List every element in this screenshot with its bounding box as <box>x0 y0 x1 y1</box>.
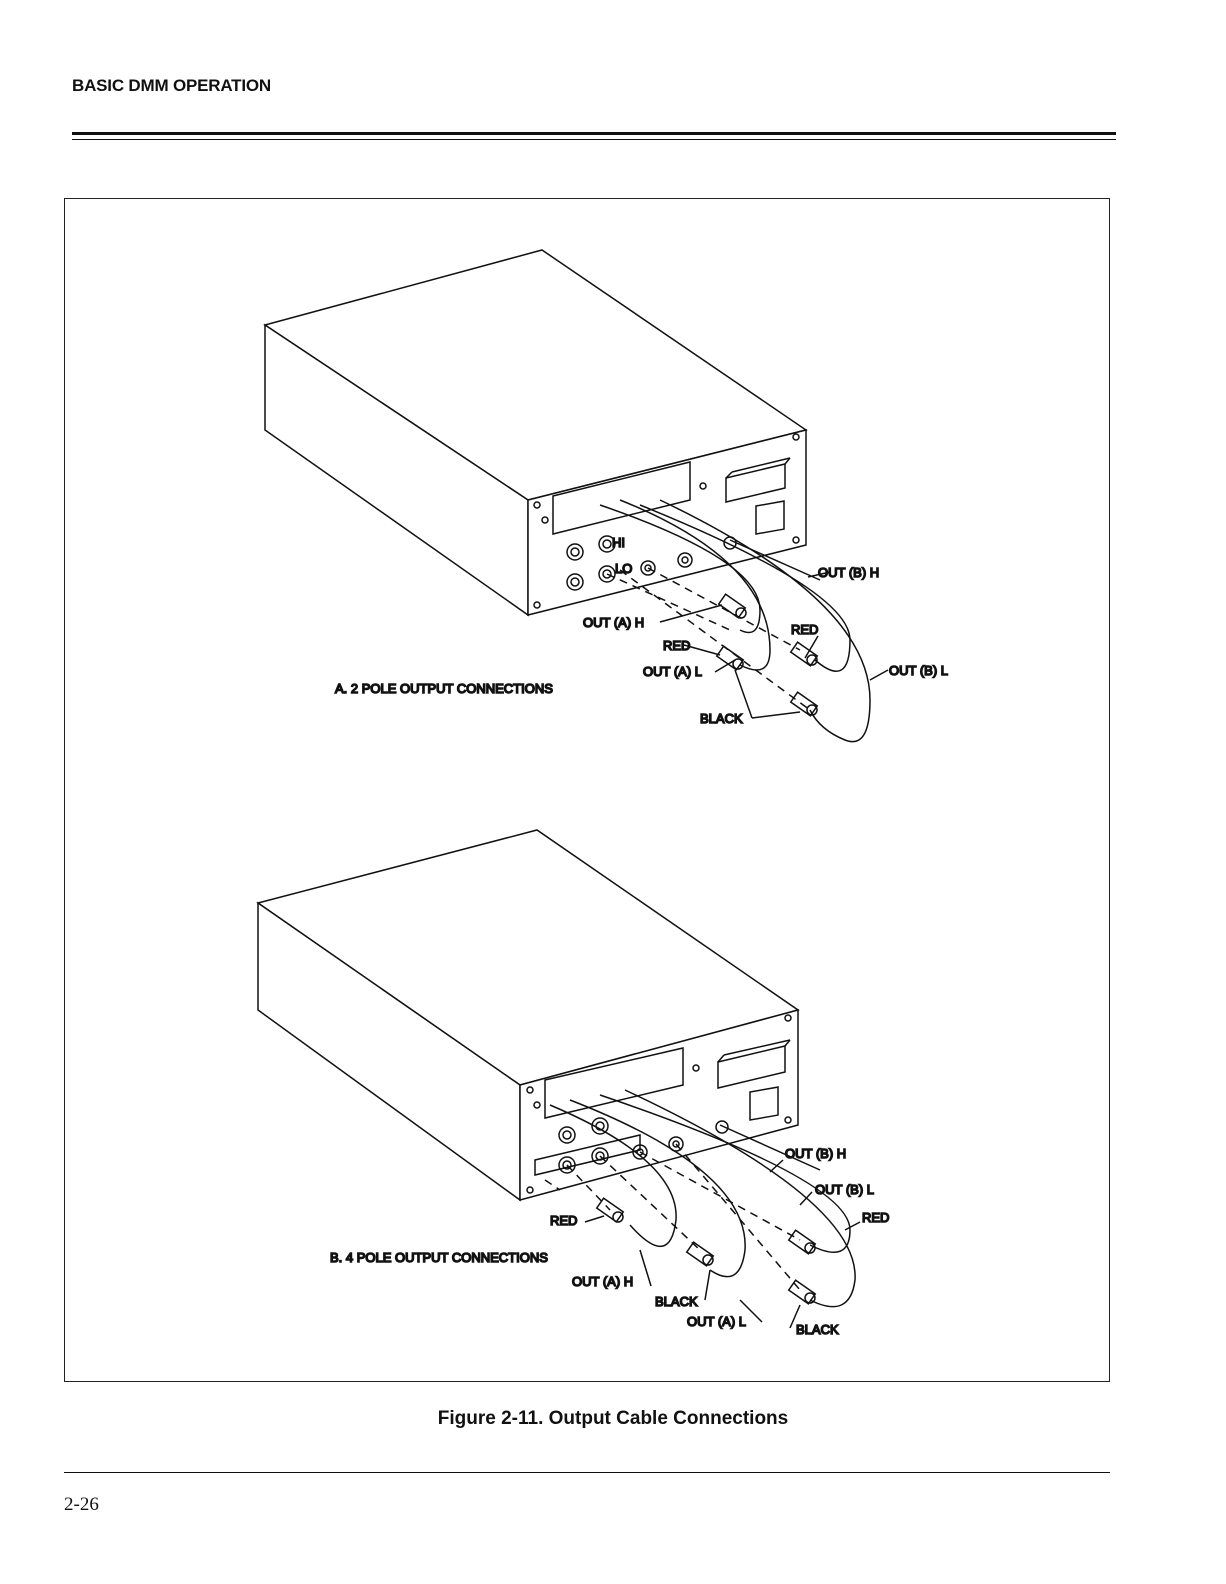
plug-out-a-l <box>717 646 744 670</box>
label-a-out-a-l: OUT (A) L <box>643 664 702 679</box>
label-b-red-right: RED <box>862 1210 889 1225</box>
label-b-out-b-l: OUT (B) L <box>815 1182 874 1197</box>
jack-label-lo: LO <box>615 561 632 576</box>
page-number: 2-26 <box>64 1494 99 1516</box>
plug-b-red-right <box>789 1230 816 1254</box>
label-b-black-mid: BLACK <box>655 1294 698 1309</box>
label-a-out-a-h: OUT (A) H <box>583 615 644 630</box>
jack-label-hi: HI <box>612 535 625 550</box>
label-a-out-b-l: OUT (B) L <box>889 663 948 678</box>
dmm-unit-a <box>265 250 888 742</box>
plug-b-black-right <box>789 1280 816 1304</box>
label-a-out-b-h: OUT (B) H <box>818 565 879 580</box>
figure-caption: Figure 2-11. Output Cable Connections <box>0 1408 1226 1430</box>
label-b-red-left: RED <box>550 1213 577 1228</box>
label-a-red-b: RED <box>791 622 818 637</box>
panel-a-caption: A. 2 POLE OUTPUT CONNECTIONS <box>335 681 553 696</box>
plug-b-black-mid <box>687 1242 714 1266</box>
label-a-red-a: RED <box>663 638 690 653</box>
label-a-black: BLACK <box>700 711 743 726</box>
plug-out-b-red <box>791 642 818 666</box>
label-b-out-a-h: OUT (A) H <box>572 1274 633 1289</box>
label-b-black-right: BLACK <box>796 1322 839 1337</box>
plug-b-red-left <box>597 1198 624 1222</box>
plug-out-a-h <box>719 594 746 618</box>
label-b-out-b-h: OUT (B) H <box>785 1146 846 1161</box>
footer-rule <box>64 1472 1110 1473</box>
panel-b-caption: B. 4 POLE OUTPUT CONNECTIONS <box>330 1250 548 1265</box>
label-b-out-a-l: OUT (A) L <box>687 1314 746 1329</box>
